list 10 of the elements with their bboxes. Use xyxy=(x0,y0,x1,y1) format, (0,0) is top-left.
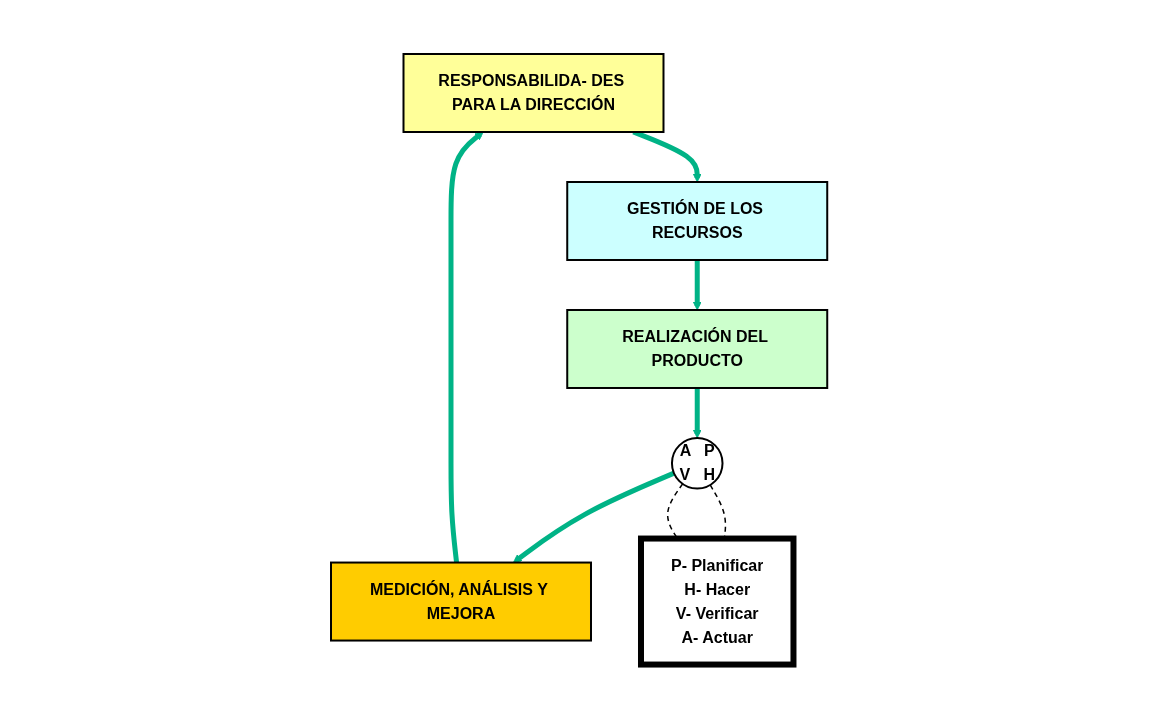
node-box: GESTIÓN DE LOS RECURSOS xyxy=(566,181,829,262)
node-circle: A P V H xyxy=(670,437,724,490)
arrow xyxy=(512,471,675,564)
node-box: P- Planificar H- Hacer V- Verificar A- Actuar xyxy=(637,535,797,668)
arrow xyxy=(692,260,702,311)
arrow xyxy=(692,388,702,439)
node-box: RESPONSABILIDA- DES PARA LA DIRECCIÓN xyxy=(402,53,665,134)
node-box: REALIZACIÓN DEL PRODUCTO xyxy=(566,309,829,390)
arrow xyxy=(448,131,484,564)
node-box: MEDICIÓN, ANÁLISIS Y MEJORA xyxy=(329,561,592,642)
